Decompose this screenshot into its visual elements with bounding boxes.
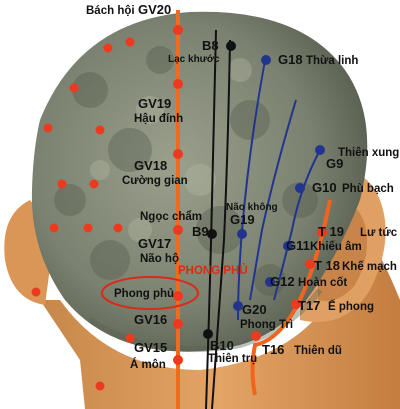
g20-code-label: G20 [242,302,267,317]
b10-code-label: B10 [210,338,234,353]
point-g9 [315,145,325,155]
t17-name-label: Ế phong [328,300,374,313]
neck [40,225,400,409]
point-t16 [251,331,261,341]
gv18-name-label: Cường gian [122,175,188,187]
hair-texture [54,46,318,296]
point-g19 [237,229,247,239]
gv15-name-label: Á môn [130,358,166,371]
gallbladder-channel-mid-line [249,99,297,301]
hair-highlights [90,58,252,242]
point-phong-phu [173,291,183,301]
gv17-name-label: Não hộ [140,253,179,265]
unlabelled-points [31,37,135,391]
g18-code-label: G18 [278,52,303,67]
ngoc-cham-label: Ngọc chẩm [140,211,202,223]
t18-code-label: T 18 [314,258,340,273]
g9-code-label: G9 [326,156,343,171]
point-gv15 [173,355,183,365]
t18-name-label: Khế mạch [342,261,397,273]
t16-code-label: T16 [262,342,284,357]
labels-layer: Bách hội GV20 B8 Lạc khước G18 Thừa linh… [86,2,399,371]
gallbladder-channel-inner-line [237,54,267,321]
point-g18 [261,55,271,65]
gv19-code-label: GV19 [138,96,171,111]
gv15-code-label: GV15 [134,340,167,355]
b8-code-label: B8 [202,38,219,53]
phong-phu-name-label: Phong phủ [114,288,174,300]
g10-code-label: G10 [312,180,337,195]
point-t18 [305,259,315,269]
phong-phu-tag: PHONG PHỦ [178,264,248,277]
g19-name-label: Não không [226,202,278,213]
g9-name-label: Thiên xung [338,147,399,159]
g18-name-label: Thừa linh [306,55,358,67]
g20-name-label: Phong Trì [240,319,293,331]
point-g12 [265,277,275,287]
point-gv16 [173,319,183,329]
g10-name-label: Phù bạch [342,183,394,195]
point-b10 [203,329,213,339]
gallbladder-channel-outer-line [273,149,321,301]
point-g10 [295,183,305,193]
point-gv17 [173,225,183,235]
b9-code-label: B9 [192,224,209,239]
phong-phu-highlight-ring [101,276,199,310]
point-gv19 [173,79,183,89]
point-t17 [291,299,301,309]
t16-name-label: Thiên dũ [294,345,342,357]
gv18-code-label: GV18 [134,158,167,173]
t17-code-label: T17 [298,298,320,313]
point-gv18 [173,149,183,159]
points-layer [173,25,327,365]
gv20-name-label: Bách hội [86,5,135,17]
g12-code-label: G12 [270,274,295,289]
bladder-channel-outer-line [211,39,231,409]
point-g20 [233,301,243,311]
g12-name-label: Hoàn cốt [298,277,347,289]
point-gv20 [173,25,183,35]
point-t19 [317,227,327,237]
gv16-code-label: GV16 [134,312,167,327]
point-g11 [283,241,293,251]
g11-code-label: G11 [286,238,310,253]
bladder-channel-inner-line [205,29,217,409]
b10-name-label: Thiên trụ [208,353,257,365]
point-b9 [207,229,217,239]
b8-name-label: Lạc khước [168,54,220,65]
point-b8 [226,41,236,51]
triple-burner-channel-line [250,199,332,396]
t19-name-label: Lư tức [360,227,398,239]
g19-code-label: G19 [230,212,255,227]
gv17-code-label: GV17 [138,236,171,251]
gv19-name-label: Hậu đính [134,113,183,125]
g11-name-label: Khiếu âm [310,241,362,253]
gv20-code-label: GV20 [138,2,171,17]
t19-code-label: T 19 [318,224,344,239]
